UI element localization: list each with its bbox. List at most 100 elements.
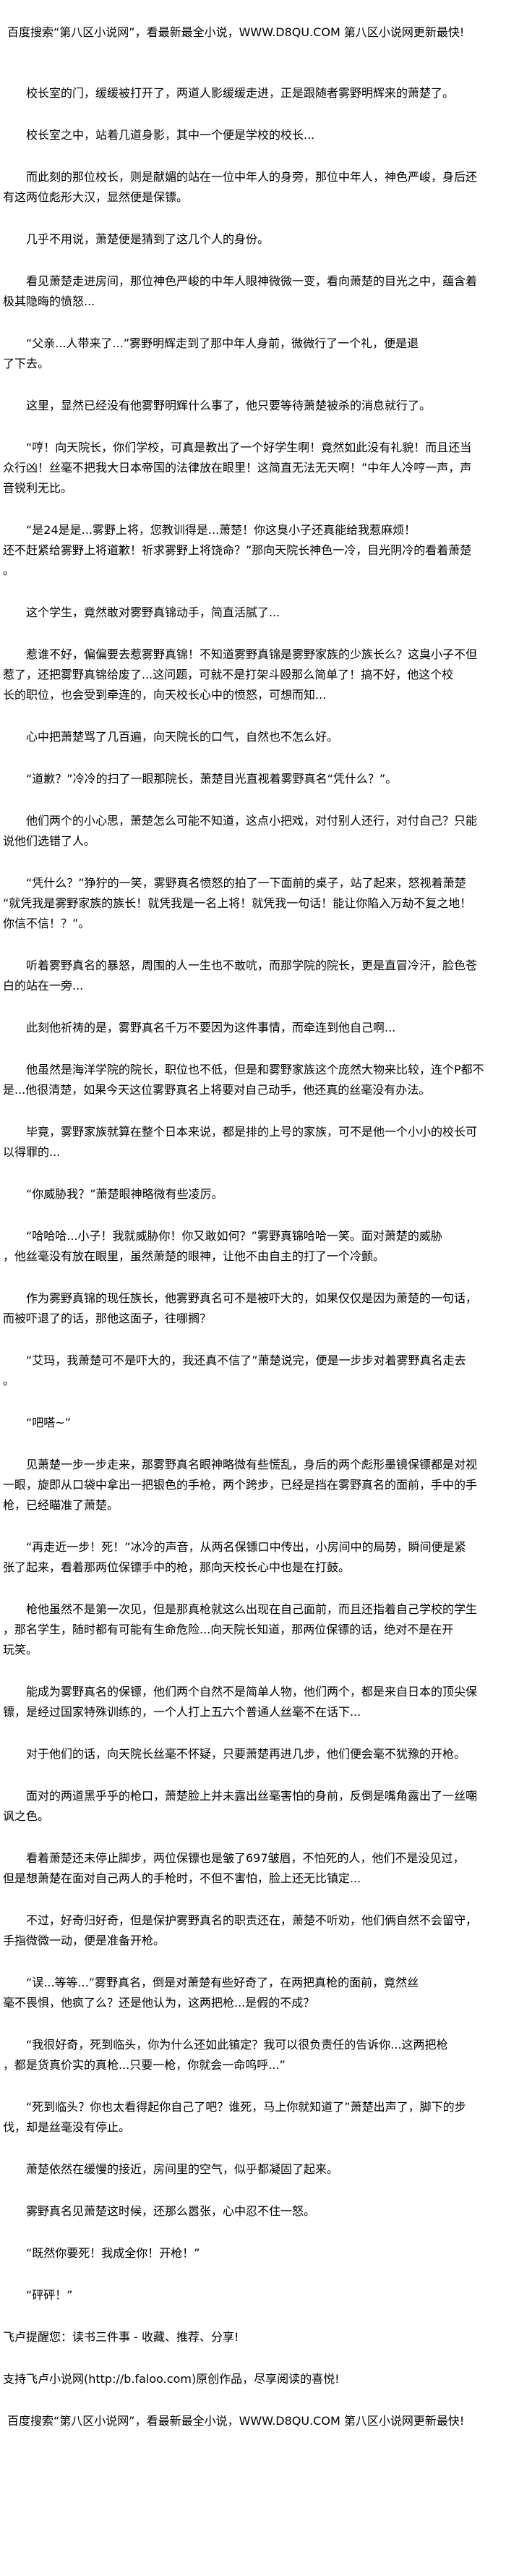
site-banner-top: 百度搜索“第八区小说网”，看最新最全小说，WWW.D8QU.COM 第八区小说网… [7, 25, 465, 39]
paragraph-line: 这里，显然已经没有他雾野明辉什么事了，他只要等待萧楚被杀的消息就行了。 [26, 399, 432, 412]
paragraph-line: 校长室之中，站着几道身影，其中一个便是学校的校长... [26, 128, 315, 142]
story-paragraph: 见萧楚一步一步走来，那雾野真名眼神略微有些慌乱，身后的两个彪形墨镜保镖都是对视一… [3, 1455, 503, 1516]
paragraph-line: 看着萧楚还未停止脚步，两位保镖也是皱了697皱眉，不怕死的人，他们不是没见过， [26, 1851, 465, 1865]
paragraph-line: 有这两位彪形大汉，显然便是保镖。 [3, 190, 189, 204]
paragraph-line: 以得罪的... [3, 1145, 61, 1159]
story-paragraph: “我很好奇，死到临头，你为什么还如此镇定？我可以很负责任的告诉你...这两把枪 ，… [3, 2035, 503, 2075]
story-paragraph: 这里，显然已经没有他雾野明辉什么事了，他只要等待萧楚被杀的消息就行了。 [3, 396, 503, 416]
paragraph-line: 。 [3, 564, 15, 577]
story-paragraph: “哈哈哈...小子！我就威胁你！你又敢如何？”雾野真锦哈哈一笑。面对萧楚的威胁 ，… [3, 1226, 503, 1267]
paragraph-line: “你威胁我？”萧楚眼神略微有些凌厉。 [26, 1187, 223, 1201]
paragraph-line: “是24是是...雾野上将，您教训得是...萧楚！你这臭小子还真能给我惹麻烦！ [26, 523, 416, 537]
paragraph-line: 见萧楚一步一步走来，那雾野真名眼神略微有些慌乱，身后的两个彪形墨镜保镖都是对视 [26, 1458, 478, 1471]
story-paragraph: “死到临头？你也太看得起你自己了吧？谁死，马上你就知道了”萧楚出声了，脚下的步伐… [3, 2097, 503, 2138]
paragraph-line: 能成为雾野真名的保镖，他们两个自然不是简单人物，他们两个，都是来自日本的顶尖保 [26, 1685, 478, 1699]
paragraph-line: 校长室的门，缓缓被打开了，两道人影缓缓走进，正是跟随者雾野明辉来的萧楚了。 [26, 86, 455, 100]
story-paragraph: 听着雾野真名的暴怒，周围的人一生也不敢吭，而那学院的院长，更是直冒冷汗，脸色苍白… [3, 956, 503, 996]
paragraph-line: 毫不畏惧，他疯了么？还是他认为，这两把枪...是假的不成？ [3, 1996, 315, 2010]
paragraph-line: 惹了，还把雾野真锦给废了...这问题，可就不是打架斗殴那么简单了！搞不好，他这个… [3, 668, 454, 681]
paragraph-line: 但是想萧楚在面对自己两人的手枪时，不但不害怕，脸上还无比镇定... [3, 1871, 361, 1885]
story-paragraph: 他们两个的小心思，萧楚怎么可能不知道，这点小把戏，对付别人还行，对付自己？只能说… [3, 811, 503, 851]
story-paragraph: 校长室之中，站着几道身影，其中一个便是学校的校长... [3, 125, 503, 145]
paragraph-line: 音锐利无比。 [3, 481, 73, 495]
story-paragraph: 能成为雾野真名的保镖，他们两个自然不是简单人物，他们两个，都是来自日本的顶尖保镖… [3, 1682, 503, 1722]
paragraph-line: 讽之色。 [3, 1809, 50, 1823]
paragraph-line: 此刻他祈祷的是，雾野真名千万不要因为这件事情，而牵连到他自己啊... [26, 1021, 396, 1034]
paragraph-line: 了下去。 [3, 357, 50, 370]
paragraph-line: “艾玛，我萧楚可不是吓大的，我还真不信了”萧楚说完，便是一步步对着雾野真名走去 [26, 1353, 466, 1367]
story-paragraph: 而此刻的那位校长，则是献媚的站在一位中年人的身旁，那位中年人，神色严峻，身后还有… [3, 167, 503, 208]
paragraph-line: “砰砰！” [26, 2288, 73, 2302]
story-paragraph: 萧楚依然在缓慢的接近，房间里的空气，似乎都凝固了起来。 [3, 2159, 503, 2180]
paragraph-line: 说他们选错了人。 [3, 834, 96, 848]
paragraph-line: 而此刻的那位校长，则是献媚的站在一位中年人的身旁，那位中年人，神色严峻，身后还 [26, 170, 478, 184]
paragraph-line: 。 [3, 1374, 15, 1387]
paragraph-line: “就凭我是雾野家族的族长！就凭我是一名上将！就凭我一句话！能让你陷入万劫不复之地… [3, 896, 472, 910]
story-paragraph: 校长室的门，缓缓被打开了，两道人影缓缓走进，正是跟随者雾野明辉来的萧楚了。 [3, 83, 503, 103]
story-paragraph: 几乎不用说，萧楚便是猜到了这几个人的身份。 [3, 229, 503, 250]
paragraph-line: “我很好奇，死到临头，你为什么还如此镇定？我可以很负责任的告诉你...这两把枪 [26, 2038, 448, 2052]
paragraph-line: 看见萧楚走进房间，那位神色严峻的中年人眼神微微一变，看向萧楚的目光之中，蕴含着 [26, 274, 478, 288]
story-paragraph: “凭什么？”狰狞的一笑，雾野真名愤怒的拍了一下面前的桌子，站了起来，怒视着萧楚 “… [3, 873, 503, 934]
paragraph-line: 毕竟，雾野家族就算在整个日本来说，都是排的上号的家族，可不是他一个小小的校长可 [26, 1125, 478, 1139]
paragraph-line: 枪他虽然不是第一次见，但是那真枪就这么出现在自己面前，而且还指着自己学校的学生 [26, 1602, 478, 1616]
story-paragraph: 看着萧楚还未停止脚步，两位保镖也是皱了697皱眉，不怕死的人，他们不是没见过， 但… [3, 1848, 503, 1889]
paragraph-line: “凭什么？”狰狞的一笑，雾野真名愤怒的拍了一下面前的桌子，站了起来，怒视着萧楚 [26, 876, 466, 890]
paragraph-line: 心中把萧楚骂了几百遍，向天院长的口气，自然也不怎么好。 [26, 730, 339, 744]
story-paragraph: “哼！向天院长，你们学校，可真是教出了一个好学生啊！竟然如此没有礼貌！而且还当众… [3, 438, 503, 498]
story-paragraph: “既然你要死！我成全你！开枪！” [3, 2243, 503, 2263]
paragraph-line: 他虽然是海洋学院的院长，职位也不低，但是和雾野家族这个庞然大物来比较，连个P都不 [26, 1063, 484, 1076]
paragraph-line: 手指微微一动，便是准备开枪。 [3, 1934, 166, 1947]
paragraph-line: ，他丝毫没有放在眼里，虽然萧楚的眼神，让他不由自主的打了一个冷颤。 [3, 1249, 385, 1263]
story-paragraph: 毕竟，雾野家族就算在整个日本来说，都是排的上号的家族，可不是他一个小小的校长可以… [3, 1122, 503, 1162]
reading-reminder: 飞卢提醒您：读书三件事 - 收藏、推荐、分享! [3, 2330, 239, 2344]
story-paragraph: 对于他们的话，向天院长丝毫不怀疑，只要萧楚再进几步，他们便会毫不犹豫的开枪。 [3, 1744, 503, 1764]
paragraph-line: 你信不信！？”。 [3, 917, 90, 930]
story-paragraph: 面对的两道黑乎乎的枪口，萧楚脸上并未露出丝毫害怕的身前，反倒是嘴角露出了一丝嘲讽… [3, 1786, 503, 1827]
support-notice: 支持飞卢小说网(http://b.faloo.com)原创作品，尽享阅读的喜悦! [3, 2372, 340, 2386]
paragraph-line: ，都是货真价实的真枪...只要一枪，你就会一命呜呼...” [3, 2058, 286, 2072]
paragraph-line: “哼！向天院长，你们学校，可真是教出了一个好学生啊！竟然如此没有礼貌！而且还当 [26, 441, 472, 454]
paragraph-line: 面对的两道黑乎乎的枪口，萧楚脸上并未露出丝毫害怕的身前，反倒是嘴角露出了一丝嘲 [26, 1789, 478, 1803]
paragraph-line: 众行凶！丝毫不把我大日本帝国的法律放在眼里！这简直无法无天啊！”中年人冷哼一声，… [3, 461, 472, 475]
story-paragraph: “艾玛，我萧楚可不是吓大的，我还真不信了”萧楚说完，便是一步步对着雾野真名走去。 [3, 1351, 503, 1391]
paragraph-line: 张了起来，看着那两位保镖手中的枪，那向天校长心中也是在打鼓。 [3, 1560, 351, 1574]
paragraph-line: 玩笑。 [3, 1643, 38, 1657]
paragraph-line: 听着雾野真名的暴怒，周围的人一生也不敢吭，而那学院的院长，更是直冒冷汗，脸色苍 [26, 958, 478, 972]
paragraph-line: 惹谁不好，偏偏要去惹雾野真锦！不知道雾野真锦是雾野家族的少族长么？这臭小子不但 [26, 647, 478, 661]
story-paragraph: “父亲...人带来了...”雾野明辉走到了那中年人身前，微微行了一个礼，便是退了… [3, 333, 503, 374]
story-paragraph: 雾野真名见萧楚这时候，还那么嚣张，心中忍不住一怒。 [3, 2201, 503, 2222]
paragraph-line: “哈哈哈...小子！我就威胁你！你又敢如何？”雾野真锦哈哈一笑。面对萧楚的威胁 [26, 1229, 442, 1243]
story-paragraph: 心中把萧楚骂了几百遍，向天院长的口气，自然也不怎么好。 [3, 727, 503, 747]
story-paragraph: “是24是是...雾野上将，您教训得是...萧楚！你这臭小子还真能给我惹麻烦！还… [3, 520, 503, 581]
paragraph-line: “父亲...人带来了...”雾野明辉走到了那中年人身前，微微行了一个礼，便是退 [26, 336, 419, 350]
story-paragraph: “你威胁我？”萧楚眼神略微有些凌厉。 [3, 1184, 503, 1204]
paragraph-line: “再走近一步！死！”冰冷的声音，从两名保镖口中传出，小房间中的局势，瞬间便是紧 [26, 1540, 466, 1554]
paragraph-line: 一眼，旋即从口袋中拿出一把银色的手枪，两个跨步，已经是挡在雾野真名的面前，手中的… [3, 1478, 478, 1492]
site-banner-bottom: 百度搜索“第八区小说网”，看最新最全小说，WWW.D8QU.COM 第八区小说网… [7, 2414, 465, 2428]
story-paragraph: 看见萧楚走进房间，那位神色严峻的中年人眼神微微一变，看向萧楚的目光之中，蕴含着极… [3, 271, 503, 312]
paragraph-line: “既然你要死！我成全你！开枪！” [26, 2246, 200, 2260]
paragraph-line: 对于他们的话，向天院长丝毫不怀疑，只要萧楚再进几步，他们便会毫不犹豫的开枪。 [26, 1747, 466, 1761]
paragraph-line: 白的站在一旁... [3, 979, 84, 992]
paragraph-line: 枪，已经瞄准了萧楚。 [3, 1498, 119, 1512]
paragraph-line: 萧楚依然在缓慢的接近，房间里的空气，似乎都凝固了起来。 [26, 2162, 339, 2176]
paragraph-line: 极其隐晦的愤怒... [3, 294, 95, 308]
paragraph-line: 镖，是经过国家特殊训练的，一个人打上五六个普通人丝毫不在话下... [3, 1705, 361, 1719]
paragraph-line: 是...他很清楚，如果今天这位雾野真名上将要对自己动手，他还真的丝毫没有办法。 [3, 1083, 431, 1097]
story-paragraph: 惹谁不好，偏偏要去惹雾野真锦！不知道雾野真锦是雾野家族的少族长么？这臭小子不但惹… [3, 645, 503, 705]
story-paragraph: 枪他虽然不是第一次见，但是那真枪就这么出现在自己面前，而且还指着自己学校的学生 ，… [3, 1599, 503, 1660]
paragraph-line: 雾野真名见萧楚这时候，还那么嚣张，心中忍不住一怒。 [26, 2204, 316, 2218]
story-paragraph: 这个学生，竟然敢对雾野真锦动手，简直活腻了... [3, 603, 503, 623]
paragraph-line: 这个学生，竟然敢对雾野真锦动手，简直活腻了... [26, 605, 280, 619]
paragraph-line: “吧嗒~” [26, 1416, 71, 1429]
paragraph-line: ，那名学生，随时都有可能有生命危险...向天院长知道，那两位保镖的话，绝对不是在… [3, 1623, 454, 1636]
chapter-body: 校长室的门，缓缓被打开了，两道人影缓缓走进，正是跟随者雾野明辉来的萧楚了。校长室… [3, 83, 503, 2305]
paragraph-line: 作为雾野真锦的现任族长，他雾野真名可不是被吓大的，如果仅仅是因为萧楚的一句话， [26, 1291, 478, 1305]
paragraph-line: “死到临头？你也太看得起你自己了吧？谁死，马上你就知道了”萧楚出声了，脚下的步 [26, 2100, 466, 2114]
paragraph-line: 他们两个的小心思，萧楚怎么可能不知道，这点小把戏，对付别人还行，对付自己？只能 [26, 814, 478, 828]
paragraph-line: 伐，却是丝毫没有停止。 [3, 2120, 131, 2134]
paragraph-line: 而被吓退了的话，那他这面子，往哪搁？ [3, 1312, 212, 1325]
paragraph-line: “道歉？”冷冷的扫了一眼那院长，萧楚目光直视着雾野真名“凭什么？”。 [26, 772, 398, 786]
paragraph-line: 不过，好奇归好奇，但是保护雾野真名的职责还在，萧楚不听劝，他们俩自然不会留守， [26, 1913, 478, 1927]
